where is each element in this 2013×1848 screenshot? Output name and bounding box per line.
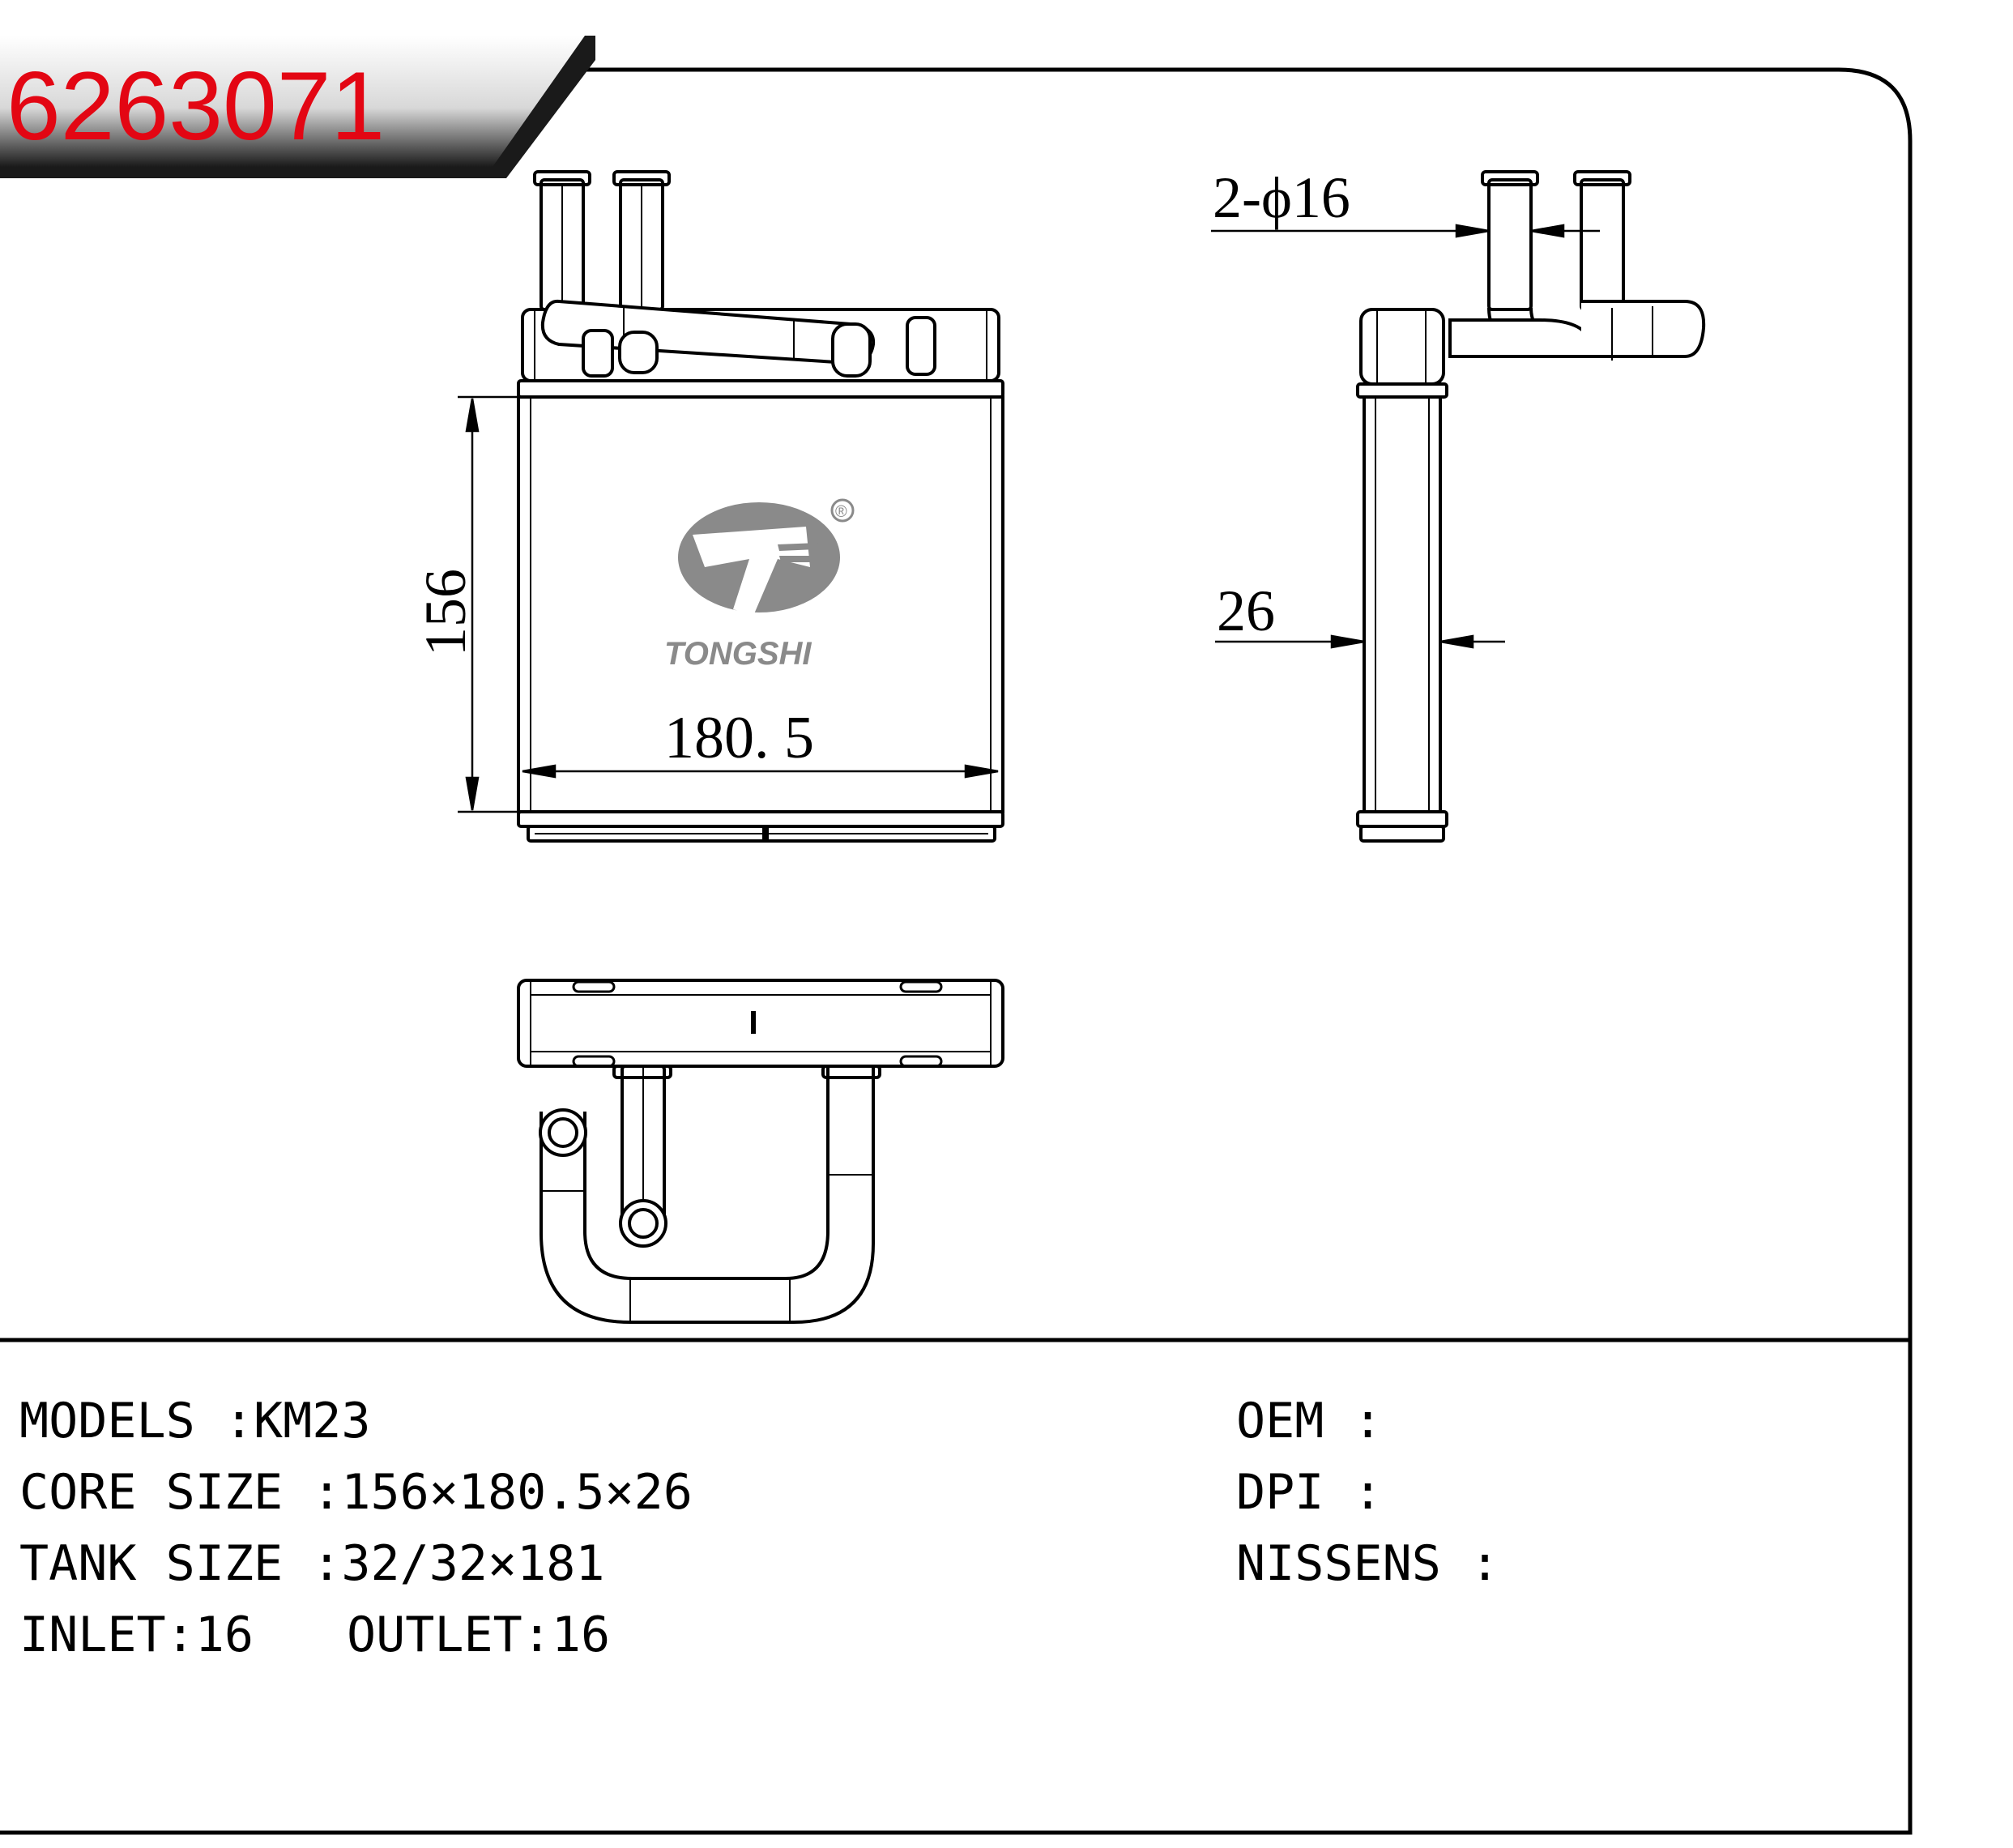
spec-dpi: DPI : xyxy=(1236,1464,1383,1521)
registered-mark: ® xyxy=(835,503,847,521)
spec-tank-size: TANK SIZE :32/32×181 xyxy=(19,1535,604,1592)
spec-oem: OEM : xyxy=(1236,1393,1383,1449)
specs-left: MODELS :KM23 CORE SIZE :156×180.5×26 TAN… xyxy=(19,1393,693,1663)
tongshi-logo: ® TONGSHI xyxy=(664,498,855,672)
width-dimension xyxy=(522,764,999,779)
depth-dimension xyxy=(1215,634,1505,649)
front-view xyxy=(517,170,1004,843)
spec-models: MODELS :KM23 xyxy=(19,1393,371,1449)
depth-dimension-label: 26 xyxy=(1217,578,1275,643)
top-view xyxy=(517,979,1004,1324)
spec-inlet: INLET:16 xyxy=(19,1607,254,1663)
part-number: 6263071 xyxy=(6,52,385,160)
spec-outlet: OUTLET:16 xyxy=(347,1607,610,1663)
width-dimension-label: 180. 5 xyxy=(664,705,814,771)
specs-right: OEM : DPI : NISSENS : xyxy=(1236,1393,1499,1592)
outer-frame xyxy=(0,67,1913,1835)
pipe-diameter-label: 2-ϕ16 xyxy=(1213,165,1350,230)
height-dimension xyxy=(458,395,518,813)
part-number-banner: 6263071 xyxy=(0,36,595,178)
height-dimension-label: 156 xyxy=(413,569,478,656)
pipe-diameter-dimension xyxy=(1211,224,1600,238)
spec-core-size: CORE SIZE :156×180.5×26 xyxy=(19,1464,693,1521)
side-view xyxy=(1356,170,1706,843)
brand-name: TONGSHI xyxy=(664,636,812,672)
spec-nissens: NISSENS : xyxy=(1236,1535,1499,1592)
